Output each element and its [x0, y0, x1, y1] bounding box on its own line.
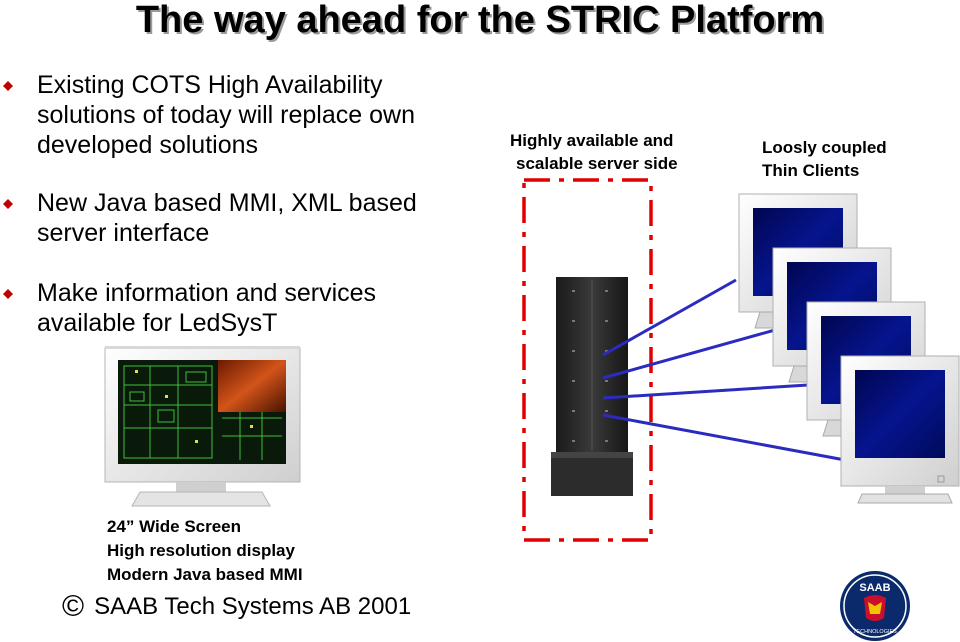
copyright-notice: © SAAB Tech Systems AB 2001 [62, 592, 411, 622]
caption-line: Modern Java based MMI [107, 563, 303, 587]
saab-logo-icon: SAAB TECHNOLOGIES [840, 571, 910, 641]
caption-line: High resolution display [107, 539, 303, 563]
copyright-text: SAAB Tech Systems AB 2001 [94, 593, 411, 620]
caption-line: 24” Wide Screen [107, 515, 303, 539]
logo-subtext: TECHNOLOGIES [853, 629, 897, 635]
logo-text: SAAB [859, 582, 890, 594]
thin-client-monitor-icon [841, 356, 959, 503]
widescreen-caption: 24” Wide Screen High resolution display … [107, 515, 303, 587]
widescreen-monitor-icon [105, 346, 300, 506]
server-tower-icon [551, 277, 633, 496]
copyright-symbol: © [62, 590, 84, 623]
